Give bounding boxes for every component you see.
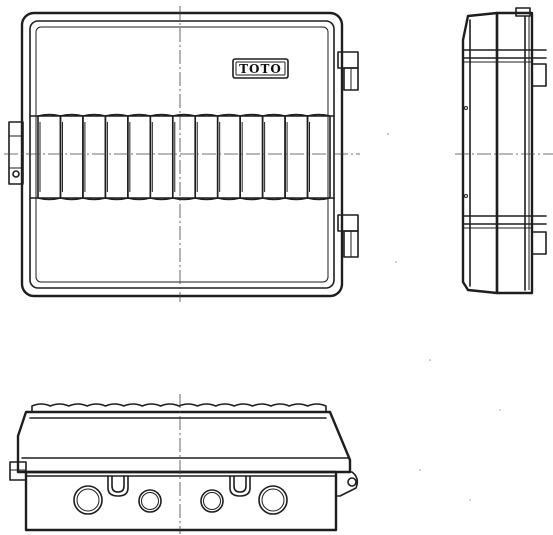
- corrugation-rib: [59, 113, 84, 201]
- bottom-view: [9, 394, 359, 534]
- corrugation-rib: [261, 113, 286, 201]
- corrugation-rib: [306, 113, 331, 201]
- side-view: [455, 7, 553, 295]
- corrugation-rib: [216, 113, 241, 201]
- corrugation-rib: [149, 113, 174, 201]
- corrugation-rib: [194, 113, 219, 201]
- corrugation-rib: [127, 113, 152, 201]
- front-lid-panel: [35, 26, 329, 283]
- corrugation-rib: [171, 113, 197, 201]
- bottom-left-latch: [9, 461, 27, 481]
- side-body-outline: [461, 11, 499, 295]
- scan-specks: [387, 133, 501, 501]
- knockout-hole-4: [258, 485, 288, 515]
- front-corrugated-band: [29, 113, 335, 201]
- corrugation-rib: [104, 113, 129, 201]
- bottom-right-hinge: [335, 471, 359, 497]
- corrugation-rib: [239, 113, 264, 201]
- front-lid-outline: [20, 11, 344, 298]
- side-lid-outline: [495, 11, 534, 295]
- knockout-hole-1: [73, 485, 103, 515]
- cable-boss-right: [229, 475, 251, 497]
- front-view: TOTO: [4, 6, 360, 302]
- side-hinge-top: [462, 49, 547, 87]
- bottom-lid-outline: [16, 410, 352, 474]
- bottom-body-outline: [24, 470, 338, 532]
- front-right-hinge-top: [337, 51, 359, 91]
- side-hinge-bottom: [462, 215, 547, 255]
- toto-logo-text: TOTO: [239, 62, 282, 76]
- front-right-hinge-bottom: [337, 214, 359, 258]
- bottom-corrugated-edge: [31, 403, 327, 413]
- corrugation-rib: [284, 113, 309, 201]
- cable-boss-left: [107, 475, 129, 497]
- corrugation-rib: [37, 113, 62, 201]
- front-left-latch: [8, 121, 24, 185]
- front-lid-inner-outline: [29, 20, 335, 289]
- corrugation-rib: [82, 113, 107, 201]
- toto-logo-plate: TOTO: [232, 58, 289, 79]
- knockout-hole-2: [138, 489, 162, 513]
- knockout-hole-3: [200, 489, 224, 513]
